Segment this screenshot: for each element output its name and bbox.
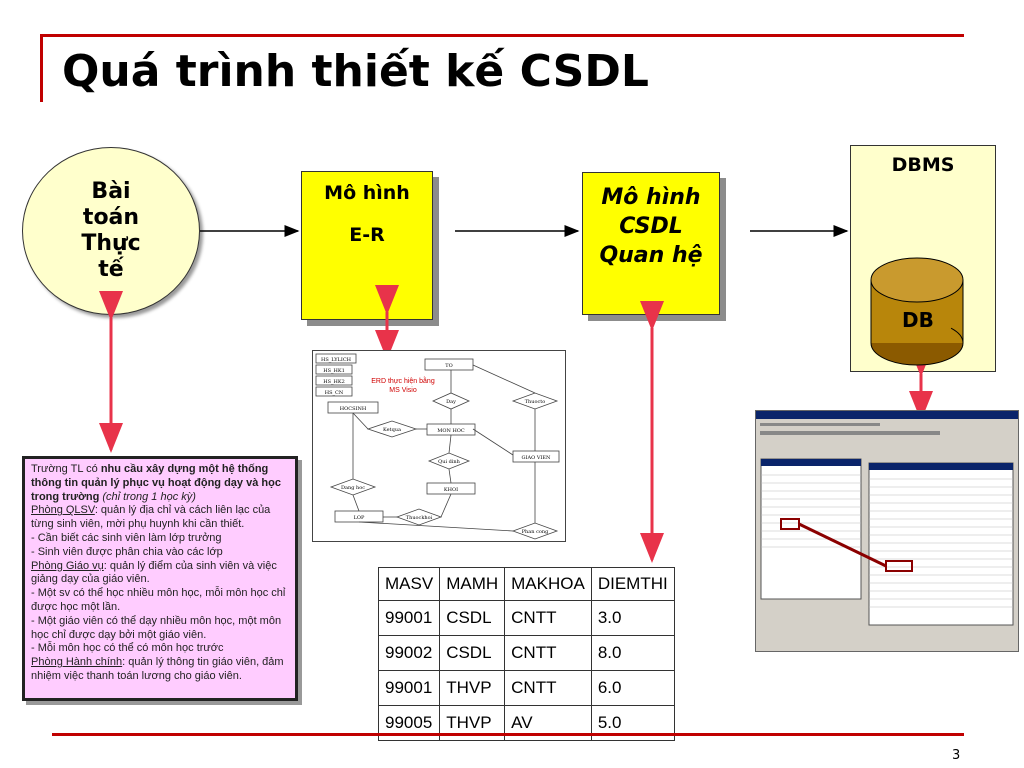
- erd-caption-line1: ERD thực hiện bằng: [371, 376, 435, 385]
- relational-model-line2: CSDL: [619, 214, 683, 239]
- desc-gv-text: : quản lý điểm của sinh viên và việc giả…: [31, 559, 277, 586]
- real-problem-label: Bài toán Thực tế: [81, 179, 141, 282]
- title-left-bar: [40, 34, 43, 102]
- erd-rel-ketqua: Ketqua: [383, 427, 401, 433]
- erd-entity-hocsinh: HOCSINH: [340, 406, 367, 412]
- title-top-rule: [42, 34, 964, 37]
- footer-rule: [52, 733, 964, 736]
- relational-model-line1: Mô hình: [601, 185, 701, 210]
- erd-side-label-3: HS_HK2: [323, 379, 345, 385]
- erd-rel-thuocto: Thuocto: [525, 399, 546, 405]
- table-header-cell: MASV: [377, 567, 441, 601]
- erd-rel-quidinh: Qui dinh: [438, 459, 461, 465]
- er-model-line1: Mô hình: [324, 182, 410, 204]
- erd-rel-day: Day: [446, 399, 456, 405]
- desc-bullet: - Mỗi môn học có thể có môn học trước: [31, 642, 224, 655]
- erd-side-label-1: HS_LYLICH: [321, 357, 352, 363]
- table-header-cell: MAKHOA: [504, 567, 592, 601]
- relational-model-line3: Quan hệ: [599, 243, 703, 268]
- desc-intro-bold: nhu cầu xây dựng một hệ thống thông tin …: [31, 463, 281, 503]
- table-header-row: MASV MAMH MAKHOA DIEMTHI: [377, 567, 675, 601]
- erd-caption-line2: MS Visio: [389, 387, 417, 394]
- desc-gv-label: Phòng Giáo vụ: [31, 559, 104, 572]
- desc-bullet: - Cần biết các sinh viên làm lớp trưởng: [31, 531, 222, 544]
- erd-diagram: HS_LYLICH HS_HK1 HS_HK2 HS_CN TO HOCSINH…: [312, 350, 566, 542]
- erd-entity-to: TO: [445, 363, 452, 369]
- table-header-cell: DIEMTHI: [590, 567, 675, 601]
- db-label: DB: [902, 308, 934, 332]
- requirements-description: Trường TL có nhu cầu xây dựng một hệ thố…: [22, 456, 298, 701]
- erd-entity-giaovien: GIAO VIEN: [522, 455, 552, 461]
- table-cell: THVP: [439, 670, 506, 706]
- dbms-label: DBMS: [891, 154, 955, 176]
- desc-bullet: - Một giáo viên có thể dạy nhiều môn học…: [31, 614, 282, 641]
- table-cell: CNTT: [504, 635, 592, 671]
- ms-access-screenshot: [755, 410, 1019, 652]
- desc-hc-label: Phòng Hành chính: [31, 656, 123, 669]
- desc-qlsv-text: : quản lý địa chỉ và cách liên lạc của t…: [31, 504, 271, 531]
- desc-hc-text: : quản lý thông tin giáo viên, đảm nhiệm…: [31, 656, 284, 682]
- table-cell: 99001: [377, 600, 441, 636]
- erd-rel-danghoc: Dang hoc: [341, 485, 365, 491]
- erd-entity-monhoc: MON HOC: [437, 428, 465, 434]
- table-cell: 3.0: [590, 600, 675, 636]
- erd-entity-lop: LOP: [354, 515, 365, 521]
- table-cell: CSDL: [439, 600, 506, 636]
- desc-intro-italic: (chỉ trong 1 học kỳ): [99, 490, 196, 503]
- desc-bullet: - Một sv có thể học nhiều môn học, mỗi m…: [31, 587, 286, 613]
- page-title: Quá trình thiết kế CSDL: [62, 46, 649, 97]
- relational-model-box: Mô hình CSDL Quan hệ: [582, 172, 720, 315]
- erd-drawing: HS_LYLICH HS_HK1 HS_HK2 HS_CN TO HOCSINH…: [315, 353, 560, 540]
- table-cell: CSDL: [439, 635, 506, 671]
- db-cylinder-icon: [870, 257, 964, 366]
- table-row: 99002 CSDL CNTT 8.0: [377, 635, 675, 671]
- table-row: 99001 CSDL CNTT 3.0: [377, 600, 675, 636]
- erd-side-label-4: HS_CN: [325, 390, 344, 396]
- table-cell: CNTT: [504, 600, 592, 636]
- er-model-line2: E-R: [349, 224, 385, 246]
- erd-entity-khoi: KHOI: [444, 487, 458, 493]
- grades-table: MASV MAMH MAKHOA DIEMTHI 99001 CSDL CNTT…: [377, 567, 675, 741]
- page-number: 3: [952, 748, 961, 763]
- table-cell: 99001: [377, 670, 441, 706]
- table-cell: 99002: [377, 635, 441, 671]
- table-cell: CNTT: [504, 670, 592, 706]
- erd-rel-phancong: Phan cong: [522, 529, 549, 535]
- real-problem-circle: Bài toán Thực tế: [22, 147, 200, 315]
- table-header-cell: MAMH: [439, 567, 506, 601]
- table-cell: 6.0: [590, 670, 675, 706]
- er-model-box: Mô hình E-R: [301, 171, 433, 320]
- ms-access-thumbnail: [756, 411, 1018, 651]
- desc-intro: Trường TL có: [31, 463, 101, 475]
- erd-rel-thuockhoi: Thuockhoi: [406, 515, 433, 521]
- table-row: 99001 THVP CNTT 6.0: [377, 670, 675, 706]
- erd-side-label-2: HS_HK1: [323, 368, 345, 374]
- desc-qlsv-label: Phòng QLSV: [31, 504, 95, 517]
- table-cell: 8.0: [590, 635, 675, 671]
- desc-bullet: - Sinh viên được phân chia vào các lớp: [31, 545, 223, 558]
